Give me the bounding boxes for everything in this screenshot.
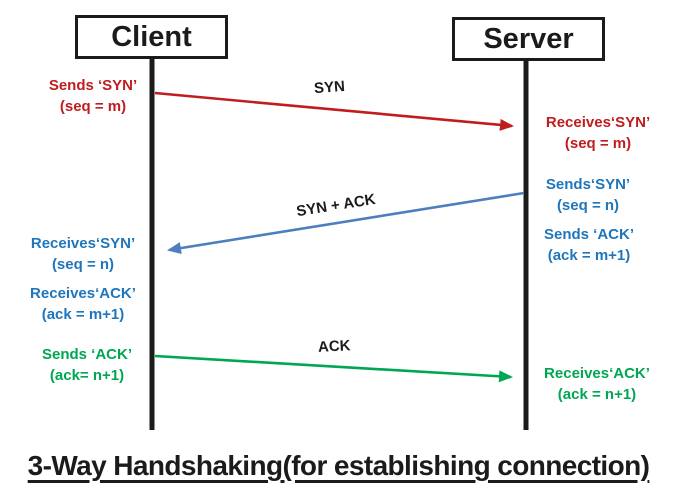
note-line: Receives‘ACK’ — [30, 285, 136, 302]
server-receives-syn-note: Receives‘SYN’ (seq = m) — [539, 112, 657, 154]
syn-arrow — [154, 91, 514, 131]
client-sends-syn-note: Sends ‘SYN’ (seq = m) — [35, 75, 151, 117]
server-receives-ack-note: Receives‘ACK’ (ack = n+1) — [537, 363, 657, 405]
server-actor-box: Server — [452, 17, 605, 61]
note-line: (ack = m+1) — [41, 306, 125, 323]
note-line: Receives‘SYN’ — [545, 114, 651, 131]
note-line: (ack = n+1) — [557, 386, 637, 403]
note-line: (ack= n+1) — [49, 367, 125, 384]
server-sends-ack-note: Sends ‘ACK’ (ack = m+1) — [530, 224, 648, 266]
ack-arrow-label: ACK — [317, 337, 351, 356]
note-line: (seq = m) — [564, 135, 632, 152]
note-line: (seq = n) — [556, 197, 620, 214]
note-line: (ack = m+1) — [547, 247, 631, 264]
note-line: (seq = m) — [59, 98, 127, 115]
syn-ack-arrow — [167, 191, 525, 255]
ack-arrow — [154, 354, 513, 383]
client-actor-box: Client — [75, 15, 228, 59]
note-line: Sends ‘ACK’ — [543, 226, 634, 243]
server-sends-syn-note: Sends‘SYN’ (seq = n) — [530, 174, 646, 216]
client-receives-ack-note: Receives‘ACK’ (ack = m+1) — [24, 283, 142, 325]
note-line: Receives‘ACK’ — [544, 365, 650, 382]
client-receives-syn-note: Receives‘SYN’ (seq = n) — [24, 233, 142, 275]
note-line: Sends‘SYN’ — [545, 176, 631, 193]
note-line: Sends ‘ACK’ — [41, 346, 132, 363]
note-line: Receives‘SYN’ — [30, 235, 136, 252]
client-sends-ack-note: Sends ‘ACK’ (ack= n+1) — [29, 344, 145, 386]
note-line: Sends ‘SYN’ — [48, 77, 138, 94]
diagram-title: 3-Way Handshaking(for establishing conne… — [27, 450, 650, 481]
note-line: (seq = n) — [51, 256, 115, 273]
client-label: Client — [111, 20, 192, 53]
server-label: Server — [483, 22, 574, 55]
syn-arrow-label: SYN — [313, 77, 346, 98]
